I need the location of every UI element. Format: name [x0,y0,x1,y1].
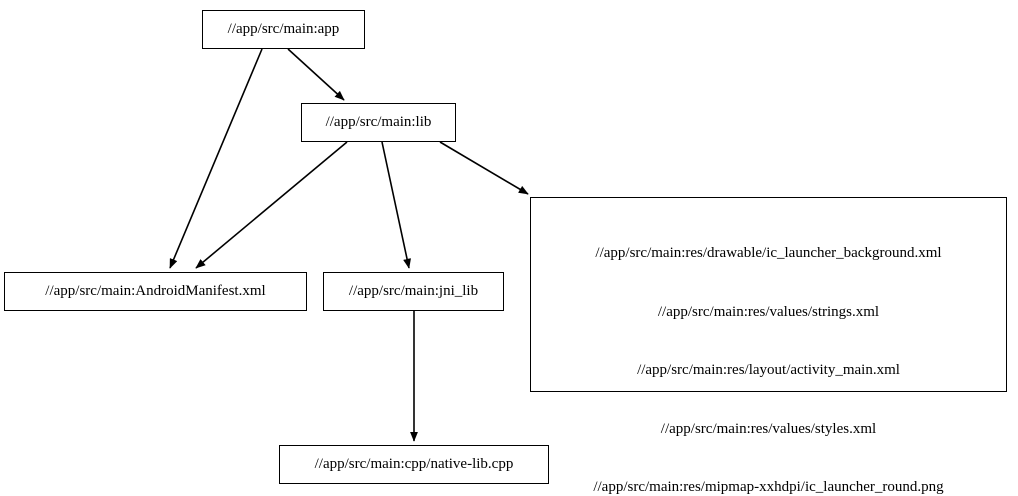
node-lib[interactable]: //app/src/main:lib [301,103,456,142]
edge-app-to-manifest [169,48,263,269]
resource-line: //app/src/main:res/values/strings.xml [657,303,880,320]
node-resources-lines: //app/src/main:res/drawable/ic_launcher_… [531,205,1006,496]
resource-line: //app/src/main:res/drawable/ic_launcher_… [595,245,942,261]
node-android-manifest[interactable]: //app/src/main:AndroidManifest.xml [4,272,307,311]
node-jni-lib[interactable]: //app/src/main:jni_lib [323,272,504,311]
node-app-label: //app/src/main:app [227,20,340,37]
edge-lib-to-manifest [195,141,348,269]
node-native-lib-cpp[interactable]: //app/src/main:cpp/native-lib.cpp [279,445,549,484]
node-app[interactable]: //app/src/main:app [202,10,365,49]
node-android-manifest-label: //app/src/main:AndroidManifest.xml [45,282,266,299]
node-resources[interactable]: //app/src/main:res/drawable/ic_launcher_… [530,197,1007,495]
node-native-lib-cpp-label: //app/src/main:cpp/native-lib.cpp [314,455,514,472]
edge-lib-to-jni-lib [381,141,411,269]
node-lib-label: //app/src/main:lib [325,113,432,130]
resource-line: //app/src/main:res/mipmap-xxhdpi/ic_laun… [593,479,944,495]
edge-app-to-lib [287,48,345,101]
node-jni-lib-label: //app/src/main:jni_lib [348,282,479,299]
resource-line: //app/src/main:res/values/styles.xml [660,420,877,437]
edge-lib-to-resources [439,141,529,195]
resource-line: //app/src/main:res/layout/activity_main.… [637,362,900,378]
